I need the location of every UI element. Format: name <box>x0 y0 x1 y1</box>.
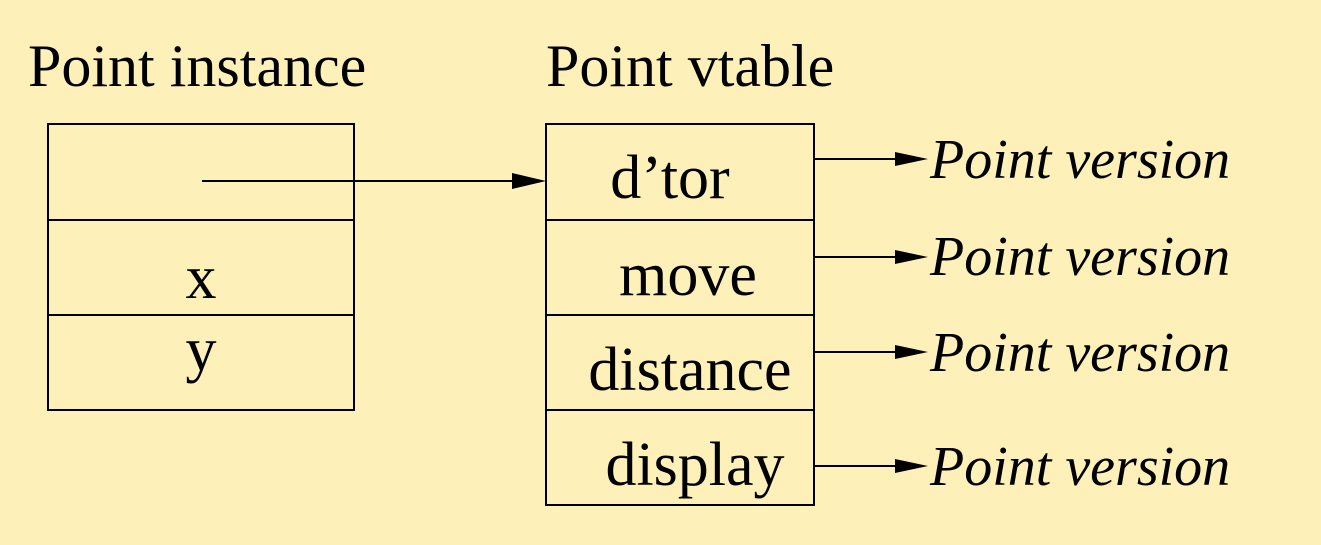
vtable-entry-display: display <box>605 431 784 499</box>
target-label-dtor: Point version <box>929 129 1230 191</box>
arrowhead-icon <box>895 459 928 473</box>
vptr-arrow <box>202 173 546 189</box>
arrowhead-icon <box>895 250 928 264</box>
instance-title: Point instance <box>28 33 366 99</box>
target-arrow-display <box>815 459 928 473</box>
vtable-cell-display <box>545 409 815 506</box>
arrowhead-icon <box>512 173 546 189</box>
target-label-move: Point version <box>929 226 1230 288</box>
arrowhead-icon <box>895 152 928 166</box>
vtable-box: d’tor move distance display <box>545 123 815 506</box>
instance-field-y: y <box>186 316 217 384</box>
target-arrow-move <box>815 250 928 264</box>
target-arrow-dtor <box>815 152 928 166</box>
vtable-entry-move: move <box>619 241 757 309</box>
target-label-display: Point version <box>929 436 1230 498</box>
target-label-distance: Point version <box>929 322 1230 384</box>
vtable-title: Point vtable <box>546 33 834 99</box>
instance-cell-vptr <box>47 123 355 221</box>
vtable-entry-dtor: d’tor <box>610 144 730 212</box>
instance-field-x: x <box>186 244 217 312</box>
arrowhead-icon <box>895 345 928 359</box>
instance-box: x y <box>47 123 355 411</box>
instance-cell-y <box>47 314 355 411</box>
vtable-entry-distance: distance <box>588 336 791 404</box>
target-arrow-distance <box>815 345 928 359</box>
